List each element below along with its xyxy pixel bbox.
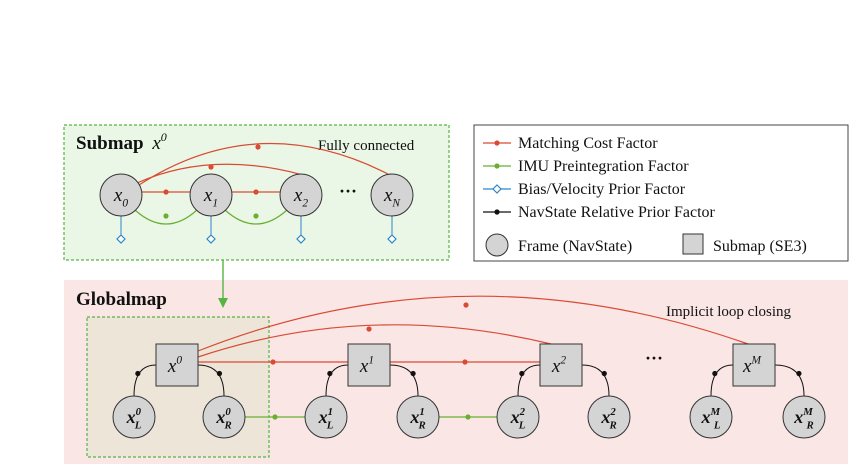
legend-frame-label: Frame (NavState) [518, 238, 632, 255]
imu-factor-dot [253, 213, 259, 219]
imu-edge-x0-x1 [134, 209, 198, 225]
bias-prior-factor [206, 234, 216, 244]
submap-node [155, 343, 199, 387]
bias-prior-factor [387, 234, 397, 244]
submap-node [539, 343, 583, 387]
match-factor-dot [255, 144, 261, 150]
submap-to-global-arrowhead [218, 298, 228, 308]
submap-node [347, 343, 391, 387]
global-match-edge-0-M [197, 295, 749, 352]
navstate-prior-dot [410, 370, 416, 377]
global-frame-node [202, 395, 246, 439]
imu-factor-dot [163, 213, 169, 219]
submap-node-label: xM [742, 354, 762, 377]
global-match-edge-0-2 [197, 324, 552, 358]
imu-edge-x1-x2 [224, 209, 288, 225]
navstate-prior-dot [327, 370, 333, 377]
bias-prior-factor [116, 234, 126, 244]
global-frame-node [587, 395, 631, 439]
submap-node [732, 343, 776, 387]
frame-node [189, 173, 233, 217]
legend-submap-icon [682, 233, 704, 255]
global-match-dot [270, 359, 276, 365]
legend-diamond-marker [492, 184, 502, 194]
frame-node-label: x1 [203, 185, 218, 210]
bias-prior-factor [296, 234, 306, 244]
frame-node-label: x0 [113, 185, 128, 210]
navstate-prior-dot [712, 370, 718, 377]
submap-ellipsis: ··· [339, 181, 357, 201]
legend-dot-marker [494, 140, 500, 146]
navstate-prior-dot [216, 370, 223, 377]
frame-node [279, 173, 323, 217]
legend-dot-marker [494, 163, 500, 169]
legend-label: Matching Cost Factor [518, 135, 658, 152]
global-match-dot [366, 326, 372, 332]
submap-caption: Fully connected [318, 138, 415, 154]
frame-node [370, 173, 414, 217]
legend-dot-marker [494, 209, 500, 215]
match-factor-dot [208, 164, 214, 170]
frame-node-label: x2 [293, 185, 308, 210]
submap-nodes: x0 x1 x2 xN [99, 173, 414, 217]
global-frame-node [689, 395, 733, 439]
frame-node-label: xN [383, 185, 401, 210]
submap-node-label: x2 [551, 354, 566, 377]
global-match-dot [463, 302, 469, 308]
submap-node-label: x0 [167, 354, 182, 377]
globalmap-edges [133, 295, 805, 420]
global-match-dot [462, 359, 468, 365]
global-imu-dot [272, 414, 278, 420]
match-factor-dot [163, 189, 169, 195]
submap-zero-highlight [86, 316, 270, 458]
navstate-prior-dot [796, 370, 802, 377]
globalmap-caption: Implicit loop closing [666, 304, 791, 320]
legend-box [473, 124, 849, 262]
legend-submap-label: Submap (SE3) [713, 238, 807, 255]
global-frame-node [304, 395, 348, 439]
navstate-prior-dot [135, 370, 141, 377]
global-frame-node [782, 395, 826, 439]
legend-frame-icon [485, 233, 509, 257]
match-edge-x0-xN [138, 142, 389, 186]
global-frame-node [496, 395, 540, 439]
frame-node [99, 173, 143, 217]
global-imu-dot [465, 414, 471, 420]
navstate-prior-dot [601, 370, 607, 377]
legend-label: Bias/Velocity Prior Factor [518, 181, 686, 198]
legend-label: NavState Relative Prior Factor [518, 204, 716, 221]
global-frame-node [396, 395, 440, 439]
global-frame-node [112, 395, 156, 439]
legend-label: IMU Preintegration Factor [518, 158, 689, 175]
submap-title: Submap x0 [76, 130, 167, 154]
globalmap-title: Globalmap [76, 289, 167, 310]
navstate-prior-dot [519, 370, 525, 377]
submap-node-label: x1 [359, 354, 374, 377]
submap-edges [116, 142, 397, 244]
match-factor-dot [253, 189, 259, 195]
globalmap-ellipsis: ··· [645, 348, 663, 368]
